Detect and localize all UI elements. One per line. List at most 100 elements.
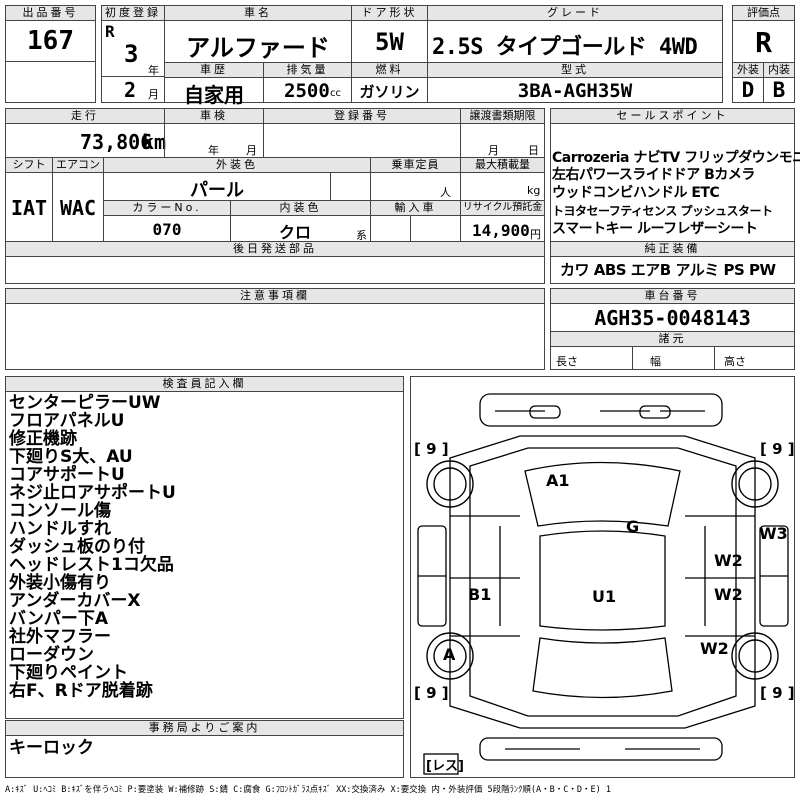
interior-grade: B — [772, 78, 786, 102]
recycle-fee: 14,900 — [472, 221, 530, 240]
mark-b1: B1 — [468, 585, 491, 604]
tire-depth-rr: [ 9 ] — [760, 684, 795, 702]
note-line: 外装小傷有り — [9, 573, 111, 593]
length-label: 長さ — [556, 355, 578, 368]
reg-month: 2 — [124, 78, 137, 102]
model-code: 3BA-AGH35W — [517, 80, 633, 102]
sales-point-line: Carrozeria ナビTV フリップダウンモニター — [552, 150, 800, 166]
sales-point-line: 左右パワースライドドア Bカメラ — [552, 167, 755, 183]
door-label: ドア形状 — [351, 5, 428, 21]
fuel: ガソリン — [359, 83, 420, 101]
mileage-label: 走行 — [5, 108, 165, 124]
later-parts-box — [5, 256, 545, 284]
wheel-fr — [731, 460, 779, 508]
dims-label: 諸元 — [550, 331, 795, 347]
roof-panel — [479, 393, 723, 427]
year-unit: 年 — [148, 64, 159, 77]
office-label: 事務局よりご案内 — [5, 720, 404, 736]
car-name-label: 車名 — [164, 5, 352, 21]
tire-depth-fl: [ 9 ] — [414, 440, 449, 458]
note-line: コンソール傷 — [9, 501, 111, 521]
mileage: 73,806 — [80, 130, 153, 154]
transfer-month-unit: 月 — [488, 144, 499, 157]
later-parts-label: 後日発送部品 — [5, 241, 545, 257]
damage-diagram-frame — [410, 376, 795, 778]
note-line: 下廻りS大、AU — [9, 447, 133, 467]
spare-tire: [レス] — [426, 759, 464, 774]
inspector-box — [5, 391, 404, 719]
transfer-day-unit: 日 — [528, 144, 539, 157]
displacement-label: 排気量 — [263, 62, 352, 78]
mark-a1: A1 — [546, 471, 570, 490]
inspector-notes: センターピラーUW フロアパネルU 修正機跡 下廻りS大、AU コアサポートU … — [9, 394, 399, 700]
body-color: パール — [190, 180, 244, 201]
recycle-unit: 円 — [530, 228, 541, 241]
wheel-rl — [426, 632, 474, 680]
door-type: 5W — [375, 28, 404, 56]
mark-a: A — [443, 645, 456, 664]
chassis-number: AGH35-0048143 — [594, 306, 751, 330]
note-line: 下廻りペイント — [9, 663, 128, 683]
lot-label: 出品番号 — [5, 5, 96, 21]
insp-month-unit: 月 — [246, 144, 257, 157]
legend: A:ｷｽﾞ U:ﾍｺﾐ B:ｷｽﾞを伴うﾍｺﾐ P:要塗装 W:補修跡 S:錆 … — [5, 785, 611, 795]
first-reg-label: 初度登録 — [101, 5, 165, 21]
wheel-rr — [731, 632, 779, 680]
grade-label: グレード — [427, 5, 723, 21]
car-damage-diagram: [ 9 ] [ 9 ] [ 9 ] [ 9 ] [レス] A1 G W3 W2 … — [414, 393, 795, 775]
load-unit: kg — [527, 184, 541, 197]
rear-glass — [532, 637, 673, 699]
reg-no-label: 登録番号 — [263, 108, 461, 124]
wheel-fl — [426, 460, 474, 508]
width-label: 幅 — [650, 355, 661, 368]
insp-year-unit: 年 — [208, 144, 219, 157]
note-line: センターピラーUW — [9, 393, 161, 413]
fuel-label: 燃料 — [351, 62, 428, 78]
note-line: バンパー下A — [9, 609, 109, 629]
aircon: WAC — [59, 196, 97, 220]
int-color: クロ — [278, 223, 311, 242]
month-unit: 月 — [148, 88, 159, 101]
shift: IAT — [10, 196, 48, 220]
inspection-label: 車検 — [164, 108, 264, 124]
windshield — [524, 461, 681, 527]
history: 自家用 — [184, 83, 244, 107]
chassis-label: 車台番号 — [550, 288, 795, 304]
shift-label: シフト — [5, 157, 53, 173]
note-line: 右F、Rドア脱着跡 — [9, 681, 153, 701]
mileage-unit: km — [142, 130, 167, 154]
note-line: コアサポートU — [9, 465, 125, 485]
sales-point-line: スマートキー ルーフレザーシート — [552, 221, 758, 237]
car-name: アルファード — [186, 34, 330, 62]
note-line: 修正機跡 — [9, 429, 77, 449]
import-label: 輸入車 — [370, 200, 461, 216]
transfer-label: 譲渡書類期限 — [460, 108, 545, 124]
office-note: キーロック — [9, 738, 94, 758]
note-line: ヘッドレスト1コ欠品 — [9, 555, 174, 575]
grade: 2.5S タイプゴールド 4WD — [432, 35, 698, 60]
ac-label: エアコン — [52, 157, 104, 173]
note-line: 社外マフラー — [9, 627, 111, 647]
color-number: 070 — [152, 220, 182, 239]
note-line: ローダウン — [9, 645, 94, 665]
mark-u1: U1 — [592, 587, 616, 606]
equipment-label: 純正装備 — [550, 241, 795, 257]
load-label: 最大積載量 — [460, 157, 545, 173]
car-body — [449, 435, 756, 729]
recycle-label: リサイクル預託金 — [460, 200, 545, 216]
mark-g: G — [626, 517, 639, 536]
displacement-unit: cc — [330, 88, 341, 99]
note-line: ネジ止ロアサポートU — [9, 483, 176, 503]
inspector-label: 検査員記入欄 — [5, 376, 404, 392]
remarks-box — [5, 303, 545, 370]
remarks-label: 注意事項欄 — [5, 288, 545, 304]
note-line: ハンドルすれ — [9, 519, 111, 539]
displacement: 2500 — [284, 80, 330, 102]
lot-number: 167 — [27, 26, 74, 56]
score-label: 評価点 — [732, 5, 795, 21]
mark-w2-mid: W2 — [714, 585, 743, 604]
note-line: ダッシュ板のり付 — [9, 537, 145, 557]
mark-w3: W3 — [759, 524, 788, 543]
int-color-unit: 系 — [356, 229, 367, 242]
mark-w2-front: W2 — [714, 551, 743, 570]
